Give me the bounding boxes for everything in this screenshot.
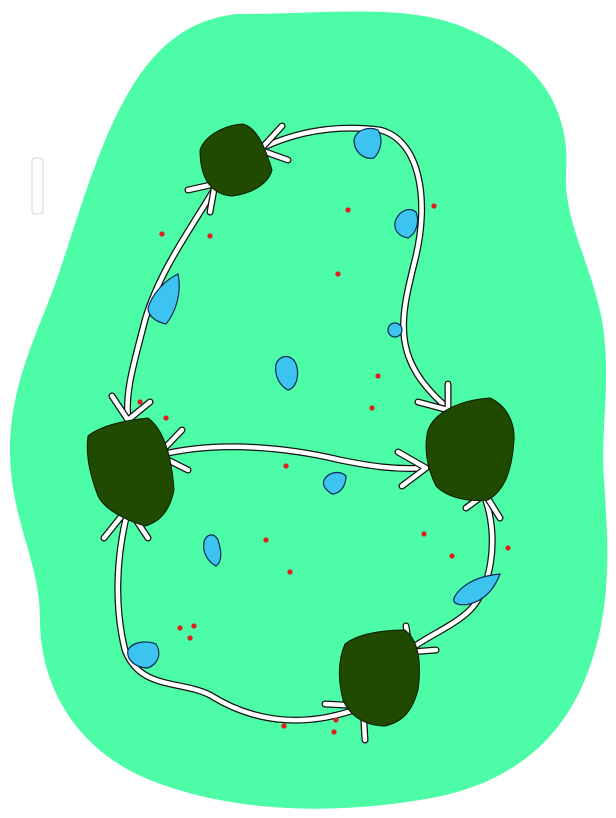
red-dot [369,405,374,410]
red-dot [287,569,292,574]
red-dot [283,463,288,468]
red-dot [207,233,212,238]
red-dot [345,207,350,212]
red-dot [421,531,426,536]
red-dot [263,537,268,542]
sign-marker [32,158,43,214]
node-bottom[interactable] [339,630,419,726]
pond [388,323,402,337]
red-dot [333,717,338,722]
red-dot [137,399,142,404]
red-dot [449,553,454,558]
red-dot [431,203,436,208]
red-dot [281,723,286,728]
red-dot [505,545,510,550]
red-dot [163,415,168,420]
red-dot [375,373,380,378]
red-dot [187,635,192,640]
red-dot [335,271,340,276]
red-dot [177,625,182,630]
red-dot [331,729,336,734]
red-dot [159,231,164,236]
red-dot [191,623,196,628]
